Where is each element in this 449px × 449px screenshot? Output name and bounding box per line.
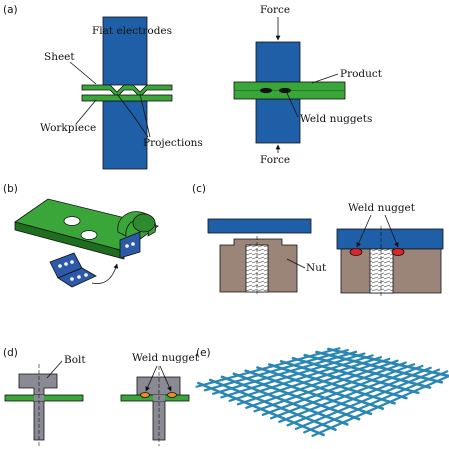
upper-electrode	[102, 16, 148, 86]
mesh-rod-cross	[269, 363, 416, 420]
sheet-leader	[69, 61, 97, 85]
nugget-c-1	[349, 248, 363, 256]
sheet-c-left	[207, 218, 312, 234]
mesh-rod-cross	[294, 368, 441, 430]
workpiece-leader	[75, 99, 97, 125]
force-bottom-label: Force	[260, 154, 290, 166]
mesh-rod-cross	[236, 356, 383, 406]
bolt-right	[136, 376, 181, 441]
mesh-rod-cross	[220, 352, 366, 399]
mesh-rod-cross	[228, 354, 374, 402]
nut-leader	[286, 258, 306, 269]
weld-nugget-2	[279, 87, 291, 94]
welded-wire-mesh	[195, 347, 449, 437]
workpiece-label: Workpiece	[40, 122, 96, 134]
mesh-rod-cross	[303, 370, 449, 434]
bolt-left	[18, 373, 58, 441]
nugget-c-2	[391, 248, 405, 256]
sheet-and-workpiece	[81, 84, 173, 102]
bolt-label: Bolt	[64, 354, 86, 366]
panel-e-label: (e)	[196, 347, 211, 359]
nut-thread-right	[369, 248, 394, 294]
attached-clip	[119, 231, 141, 259]
weld-nugget-d-label: Weld nugget	[132, 352, 200, 364]
panel-d-label: (d)	[3, 347, 18, 359]
bracket-hole-2	[80, 230, 98, 240]
assembly-arrow	[91, 263, 119, 285]
weld-nugget-d-leader-1	[145, 365, 158, 392]
mesh-rod-cross	[203, 348, 349, 392]
sheet-label: Sheet	[44, 51, 75, 63]
weld-nuggets-leader	[286, 92, 299, 118]
bolt-leader	[46, 360, 63, 379]
mesh-rod-cross	[311, 374, 449, 437]
flat-electrodes-label: Flat electrodes	[92, 25, 172, 37]
force-top-label: Force	[260, 4, 290, 16]
mesh-rod-cross	[261, 361, 407, 416]
mesh-rod-cross	[278, 364, 424, 423]
projections-leader-1	[116, 93, 149, 138]
bracket-front-edge	[14, 221, 125, 260]
flat-electrodes-left	[102, 16, 148, 170]
weld-nugget-d-leader-2	[159, 365, 172, 392]
nugget-d-1	[140, 392, 150, 398]
workpiece-plate	[81, 94, 173, 102]
mesh-rod-cross	[245, 357, 391, 409]
lower-electrode-right	[255, 98, 301, 144]
projections-leader-2	[139, 93, 151, 138]
bolt-after-welding	[120, 366, 190, 446]
weld-nugget-c-leader-1	[356, 214, 372, 248]
upper-electrode-right	[255, 41, 301, 83]
mesh-rod-cross	[253, 359, 399, 413]
panel-b-label: (b)	[3, 183, 18, 195]
panel-a-label: (a)	[3, 4, 18, 16]
product-leader	[311, 73, 339, 84]
lower-electrode	[102, 100, 148, 170]
bolt-before-welding	[4, 364, 84, 446]
weld-nugget-c-leader-2	[384, 214, 399, 248]
panel-c-label: (c)	[192, 183, 206, 195]
weld-nuggets-label: Weld nuggets	[300, 113, 372, 125]
mesh-rod-cross	[195, 347, 341, 388]
nut-before-welding	[207, 218, 312, 296]
bracket-hole-1	[63, 216, 81, 226]
weld-nugget-c-label: Weld nugget	[348, 202, 416, 214]
sheet-c-right	[336, 228, 444, 250]
nut-after-welding	[336, 226, 444, 297]
separate-clip-part	[49, 252, 97, 288]
nugget-d-2	[167, 392, 177, 398]
mesh-rod-cross	[211, 350, 358, 395]
sheet-metal-bracket	[14, 198, 159, 260]
clip-base-face	[57, 267, 97, 288]
weld-nugget-1	[260, 87, 272, 94]
product-label: Product	[340, 68, 383, 80]
projections-label: Projections	[143, 137, 203, 149]
mesh-rod-cross	[286, 366, 432, 427]
nut-label: Nut	[306, 262, 327, 274]
flat-electrodes-right	[233, 41, 346, 144]
